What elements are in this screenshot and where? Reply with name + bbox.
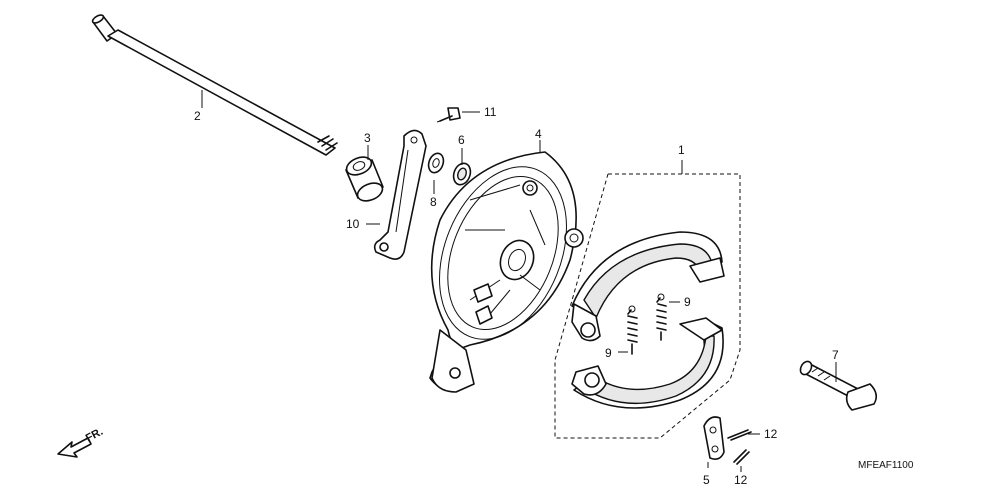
callout-10: 10 bbox=[346, 217, 360, 231]
part-6-seal[interactable] bbox=[451, 161, 474, 187]
leader-lines bbox=[201, 90, 837, 472]
diagram-code: MFEAF1100 bbox=[858, 460, 914, 471]
callout-9-upper: 9 bbox=[684, 295, 691, 309]
part-11-bolt[interactable] bbox=[436, 107, 461, 123]
part-12-pin-lower[interactable] bbox=[733, 449, 750, 465]
part-2-axle[interactable] bbox=[91, 13, 338, 156]
part-9-spring-left[interactable] bbox=[627, 305, 638, 355]
callout-11: 11 bbox=[484, 105, 497, 119]
assembly-box-1 bbox=[554, 173, 741, 439]
callout-2: 2 bbox=[194, 109, 201, 123]
part-12-pin-upper[interactable] bbox=[727, 429, 752, 441]
part-7-brake-cam[interactable] bbox=[798, 359, 878, 411]
callout-12-lower: 12 bbox=[734, 473, 748, 487]
callout-8: 8 bbox=[430, 195, 437, 209]
part-3-collar[interactable] bbox=[344, 154, 385, 205]
front-direction-arrow-icon bbox=[57, 437, 92, 458]
part-10-brake-arm[interactable] bbox=[373, 129, 427, 260]
callout-9-lower: 9 bbox=[605, 346, 612, 360]
callout-1: 1 bbox=[678, 143, 685, 157]
callout-3: 3 bbox=[364, 131, 371, 145]
part-8-washer[interactable] bbox=[426, 151, 446, 175]
callout-4: 4 bbox=[535, 127, 542, 141]
part-1-brake-shoe-upper[interactable] bbox=[571, 231, 725, 342]
callout-7: 7 bbox=[832, 348, 839, 362]
part-4-brake-panel[interactable] bbox=[416, 148, 591, 393]
part-9-spring-right[interactable] bbox=[656, 293, 667, 341]
callout-5: 5 bbox=[703, 473, 710, 487]
callout-12-upper: 12 bbox=[764, 427, 778, 441]
part-1-brake-shoe-lower[interactable] bbox=[571, 317, 724, 409]
front-direction-label: FR. bbox=[84, 426, 105, 445]
part-5-plate[interactable] bbox=[703, 416, 725, 460]
callout-6: 6 bbox=[458, 133, 465, 147]
